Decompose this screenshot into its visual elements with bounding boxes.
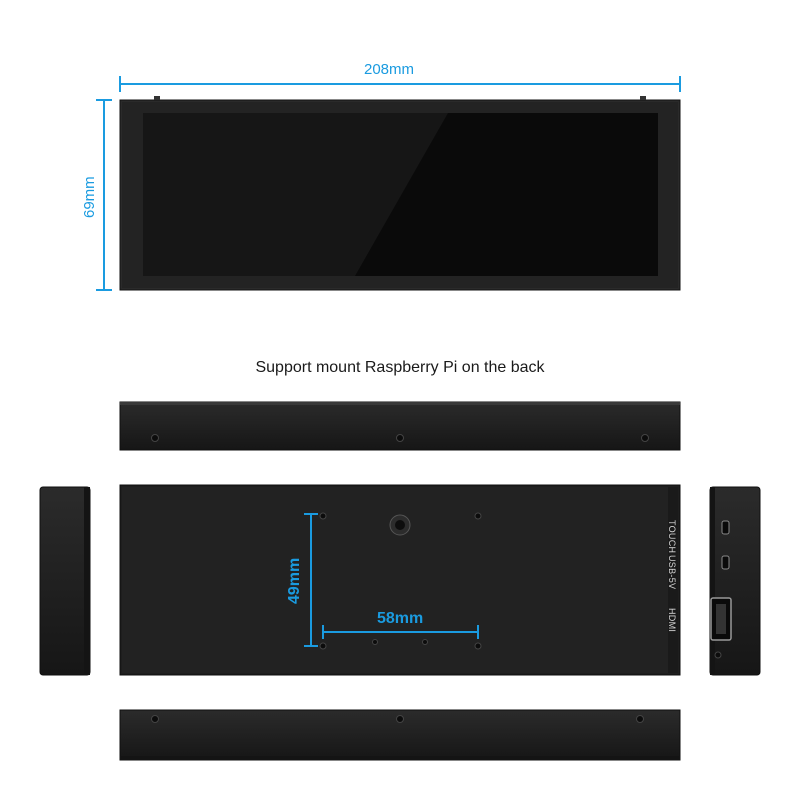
width-dimension: [119, 76, 681, 92]
hdmi-port-label: HDMI: [667, 608, 677, 633]
caption-text: Support mount Raspberry Pi on the back: [255, 359, 545, 376]
screw-hole: [372, 639, 378, 645]
screw-hole: [151, 715, 159, 723]
usb-power-port: [721, 555, 730, 570]
screw-hole: [396, 715, 404, 723]
top-edge-view: [119, 401, 681, 451]
screw-hole: [151, 434, 159, 442]
front-view: [119, 96, 681, 291]
screw-hole: [714, 651, 722, 659]
screw-hole: [396, 434, 404, 442]
left-side-view: [39, 486, 91, 676]
screw-hole: [319, 512, 327, 520]
height-dimension-label: 69mm: [81, 176, 98, 218]
back-view: [119, 484, 681, 676]
screw-hole: [422, 639, 428, 645]
bottom-edge-view: [119, 709, 681, 761]
screw-hole: [641, 434, 649, 442]
touch-port: [721, 520, 730, 535]
mount-width-dimension: [322, 625, 479, 639]
screw-hole: [474, 642, 482, 650]
mount-width-dimension-label: 58mm: [377, 610, 424, 627]
right-side-view: [709, 486, 761, 676]
mount-height-dimension: [304, 513, 318, 647]
width-dimension-label: 208mm: [364, 61, 415, 78]
usb-port-label: USB-5V: [667, 555, 677, 590]
touch-port-label: TOUCH: [667, 520, 677, 554]
mount-height-dimension-label: 49mm: [286, 557, 303, 604]
screw-hole: [636, 715, 644, 723]
screw-hole: [474, 512, 482, 520]
height-dimension: [96, 99, 112, 291]
screw-hole: [319, 642, 327, 650]
